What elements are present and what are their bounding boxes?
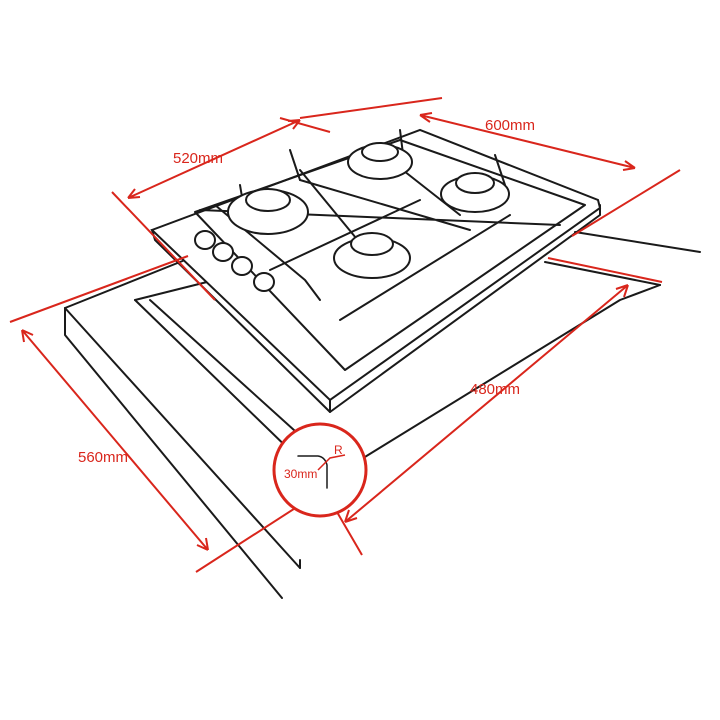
knob-1 [194, 230, 216, 250]
countertop [64, 231, 701, 599]
burner-back-left [227, 188, 309, 235]
cutout [134, 261, 661, 461]
knob-2 [212, 242, 234, 262]
burner-front [333, 232, 411, 279]
corner-radius-label: R [334, 443, 343, 457]
cutout-width-label: 480mm [470, 381, 520, 398]
corner-detail [272, 422, 368, 518]
cutout-depth-label: 560mm [78, 449, 128, 466]
dimension-width [299, 97, 681, 237]
burner-right [440, 172, 510, 213]
burner-back-right [347, 142, 413, 180]
corner-offset-label: 30mm [284, 467, 317, 481]
dimension-cutout-depth [9, 255, 301, 573]
control-knobs [194, 230, 275, 292]
dimension-depth [111, 117, 331, 301]
knob-4 [253, 272, 275, 292]
knob-3 [231, 256, 253, 276]
depth-label: 520mm [173, 150, 223, 167]
width-label: 600mm [485, 117, 535, 134]
burners [227, 142, 510, 279]
